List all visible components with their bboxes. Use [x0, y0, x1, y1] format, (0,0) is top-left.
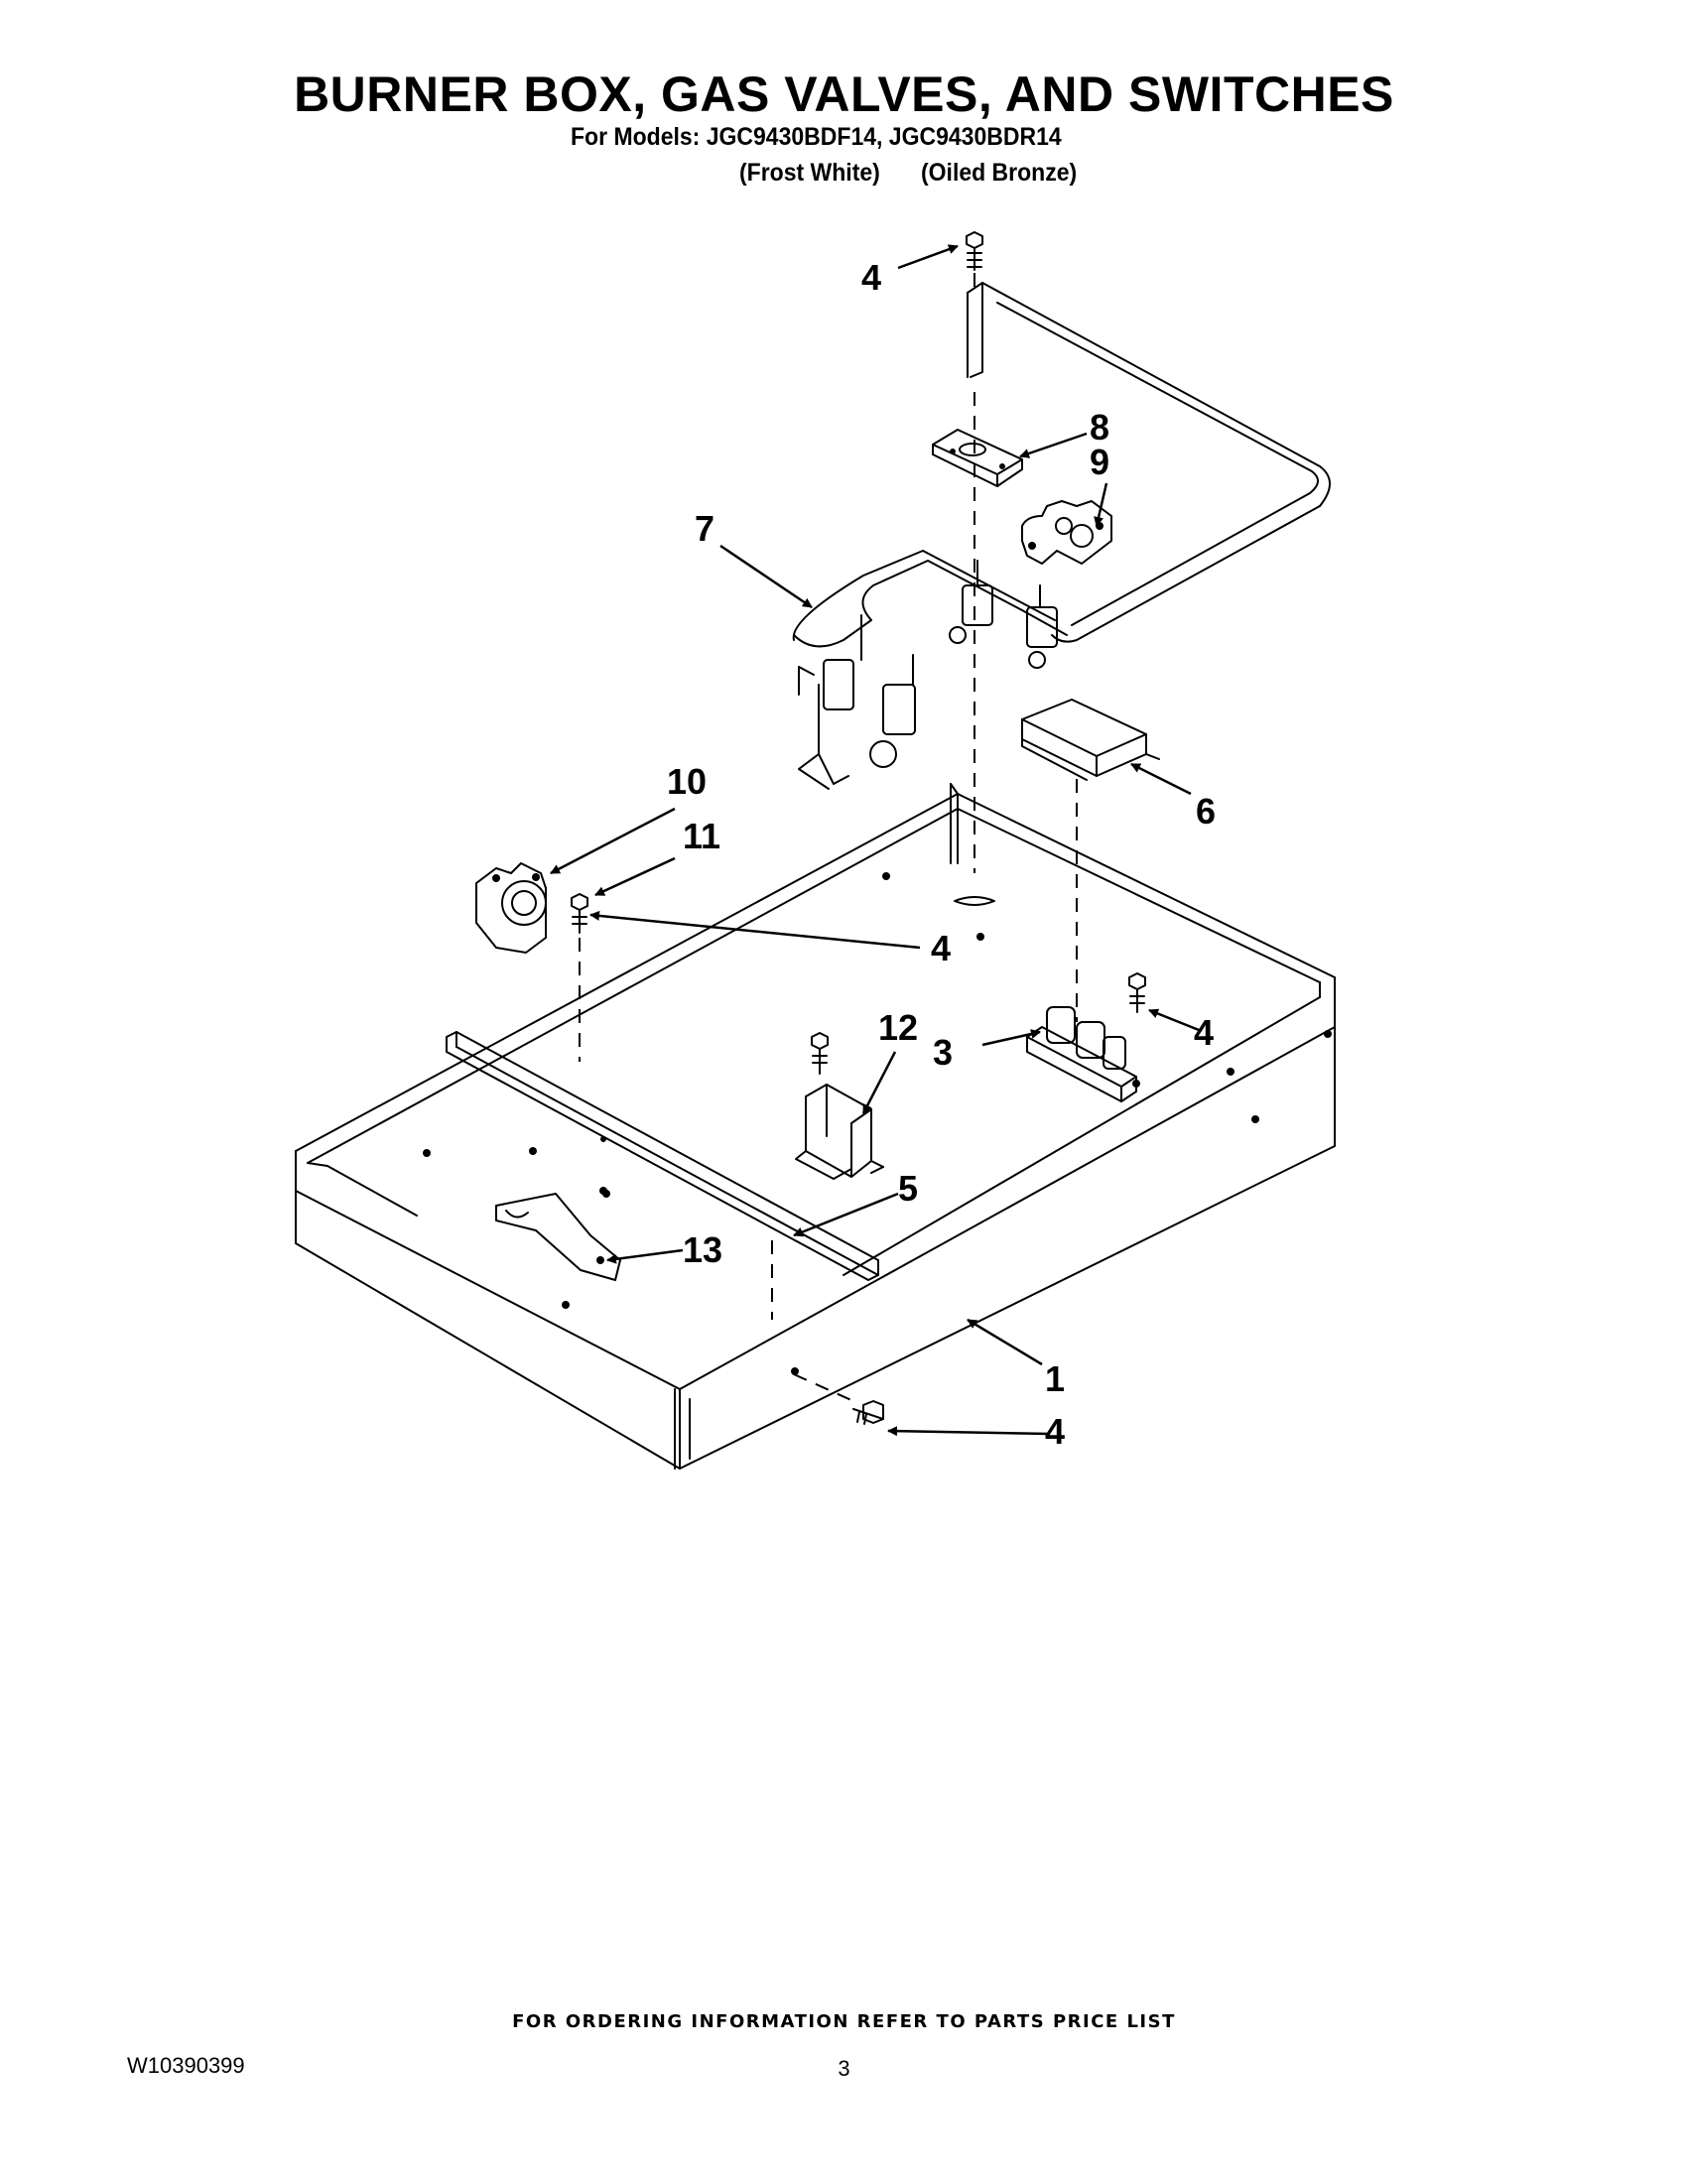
- callout-12: 12: [878, 1007, 918, 1048]
- heat-shield: [1021, 699, 1160, 781]
- document-number: W10390399: [127, 2053, 245, 2078]
- callout-4-right: 4: [1194, 1012, 1214, 1053]
- callout-7: 7: [695, 508, 714, 549]
- regulator-9: [1021, 500, 1112, 565]
- callout-9: 9: [1090, 442, 1109, 482]
- callout-labels: 4 8 9 7 6 10 11 4 12 3 4 5 13 1 4: [667, 257, 1216, 1452]
- bracket-12: [795, 1084, 884, 1180]
- callout-3: 3: [933, 1032, 953, 1073]
- burner-box-tray: [295, 783, 1336, 1470]
- callout-13: 13: [683, 1229, 722, 1270]
- screws: [571, 231, 1146, 1425]
- callout-5: 5: [898, 1168, 918, 1209]
- color-oiled-bronze: (Oiled Bronze): [921, 159, 1078, 187]
- callout-4-top: 4: [861, 257, 881, 298]
- leader-lines: [550, 244, 1200, 1437]
- switch-3: [1026, 1006, 1140, 1102]
- callout-6: 6: [1196, 791, 1216, 832]
- callout-4-bottom: 4: [1045, 1411, 1065, 1452]
- models-line: For Models: JGC9430BDF14, JGC9430BDR14: [571, 123, 1062, 151]
- callout-10: 10: [667, 761, 707, 802]
- page-number: 3: [838, 2056, 850, 2081]
- callout-1: 1: [1045, 1358, 1065, 1399]
- callout-8: 8: [1090, 407, 1109, 448]
- callout-4-screw: 4: [931, 928, 951, 968]
- gasket-8: [932, 429, 1023, 487]
- gas-manifold: [792, 282, 1331, 790]
- alignment-lines: [579, 273, 1078, 1402]
- switch-10: [475, 862, 547, 954]
- callout-11: 11: [683, 816, 720, 856]
- ordering-info: FOR ORDERING INFORMATION REFER TO PARTS …: [512, 2011, 1176, 2032]
- page-title: BURNER BOX, GAS VALVES, AND SWITCHES: [294, 66, 1394, 122]
- bracket-13: [495, 1193, 621, 1281]
- color-frost-white: (Frost White): [739, 159, 880, 187]
- front-strip: [446, 1031, 879, 1281]
